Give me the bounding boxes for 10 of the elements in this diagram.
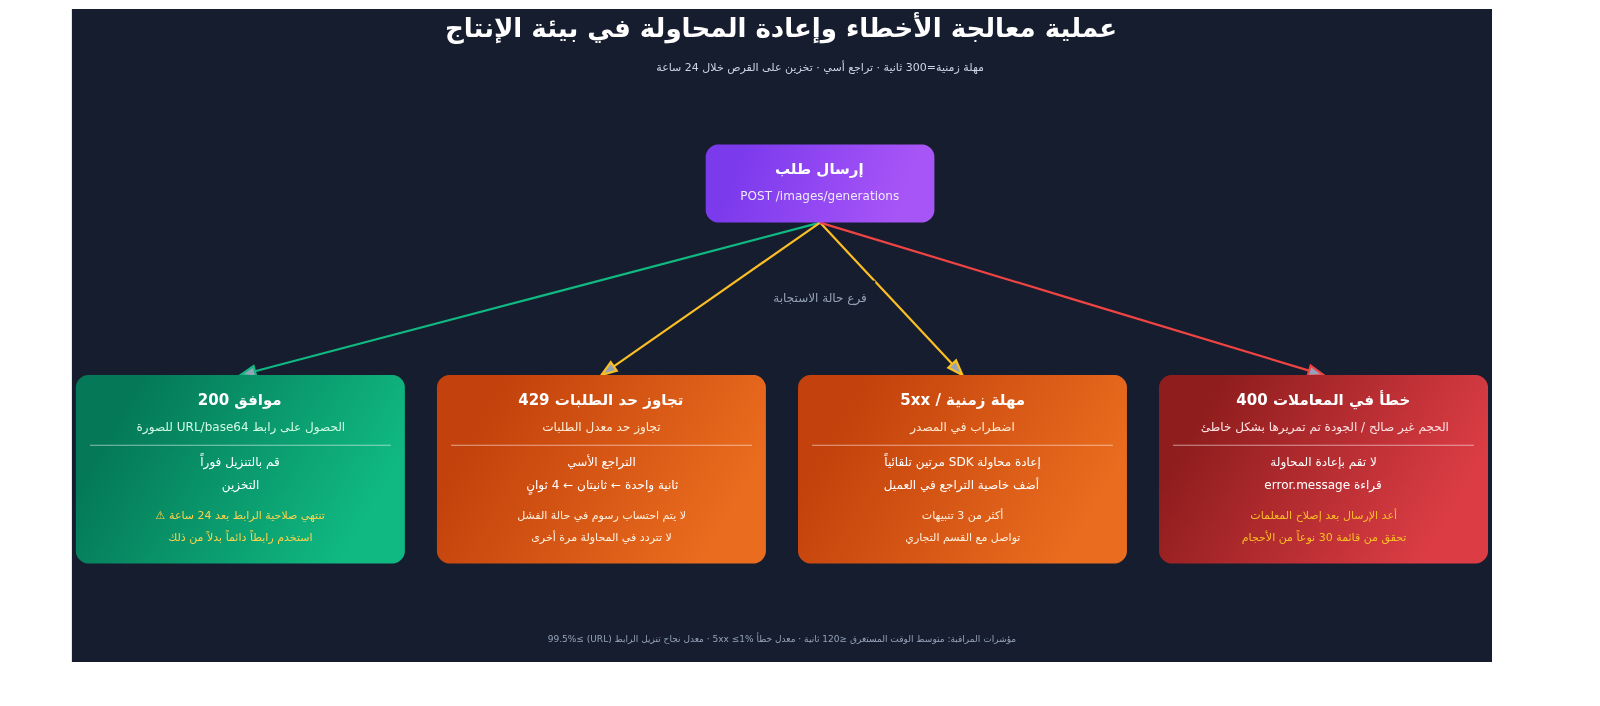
arrow [819, 221, 965, 377]
node-box: مهلة زمنية / 5xx اضطراب في المصدر إعادة محاولة SDK مرتين تلقائياً أضف خاصية التراجع في العميل أكثر من 3 تنبيهات تواصل مع القسم التجاري [798, 374, 1127, 564]
node-box: موافق 200 الحصول على رابط URL/base64 للصورة قم بالتنزيل فوراً التخزين تنتهي صلاحية الرابط بعد 24 ساعة ⚠ استخدم رابطاً دائماً بدلاً من ذلك [75, 374, 405, 564]
node-box: خطأ في المعاملات 400 الحجم غير صالح / الجودة تم تمريرها بشكل خاطئ لا تقم بإعادة المحاولة قراءة error.message أعد الإرسال بعد إصلاح المعلمات تحقق من قائمة 30 نوعاً من الأحجام [1159, 374, 1488, 564]
node-box: تجاوز حد الطلبات 429 تجاوز حد معدل الطلبات التراجع الأسي ثانية واحدة ← ثانيتان ← 4 ثوانٍ لا يتم احتساب رسوم في حالة الفشل لا تتردد في المحاولة مرة أخرى [436, 374, 766, 564]
arrow [598, 221, 821, 377]
label: مهلة زمنية=300 ثانية · تراجع أسي · تخزين على القرص خلال 24 ساعة [656, 60, 984, 74]
diagram-title: عملية معالجة الأخطاء وإعادة المحاولة في بيئة الإنتاج [444, 12, 1118, 43]
caption: مؤشرات المراقبة: متوسط الوقت المستغرق ≤120 ثانية · معدل خطأ 5xx ≤1% · معدل نجاح تنزيل الرابط (URL) ≥99.5% [547, 633, 1017, 644]
label: فرع حالة الاستجابة [773, 290, 867, 305]
